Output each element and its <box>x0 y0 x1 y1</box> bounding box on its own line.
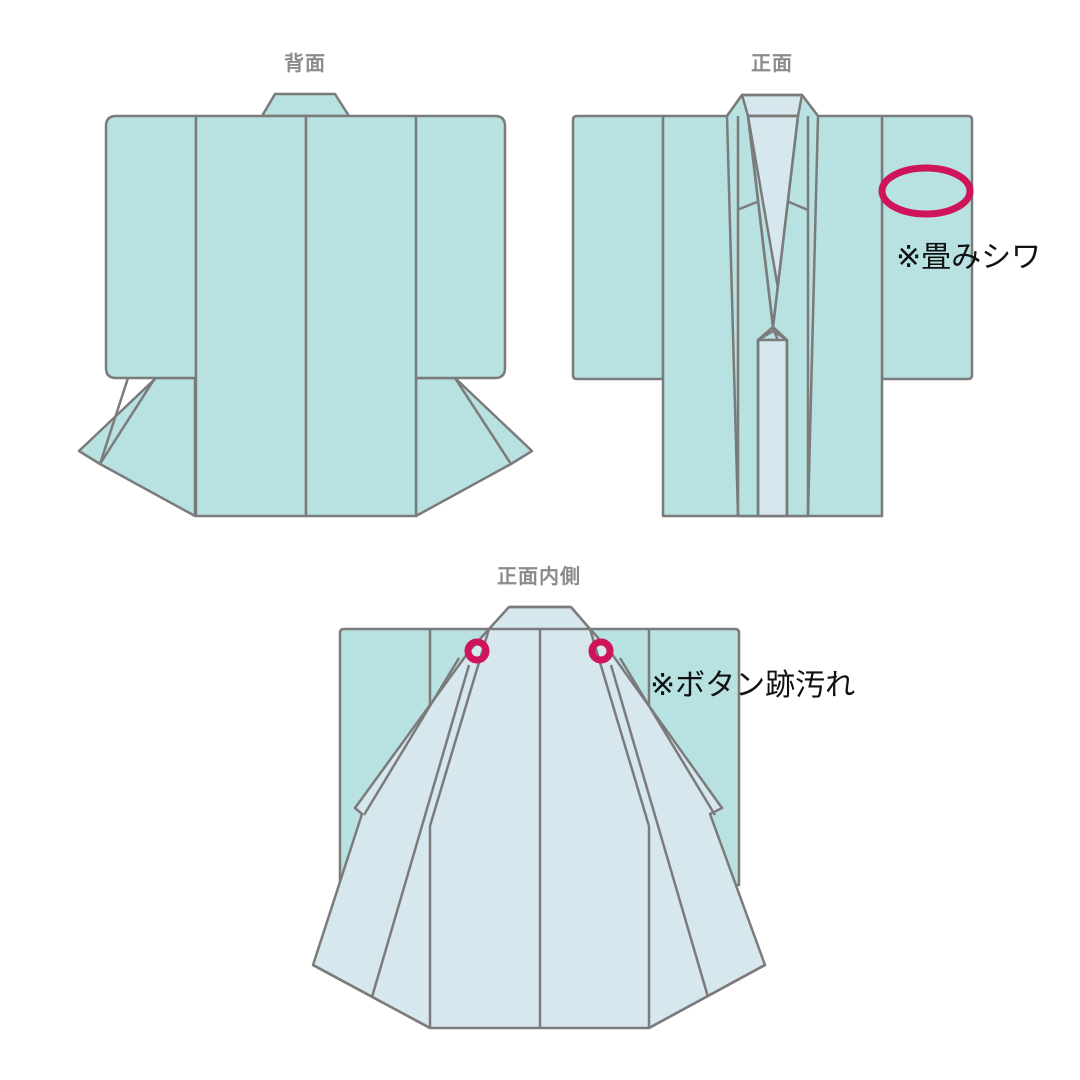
view-title-back: 背面 <box>284 51 326 75</box>
front-view <box>571 93 974 518</box>
front-inside-view <box>311 605 767 1030</box>
front-center-strip <box>756 338 789 518</box>
back-left-flare <box>77 376 197 518</box>
back-collar <box>260 92 351 118</box>
back-right-flare <box>414 376 534 518</box>
button-stain-marker-right <box>588 638 614 664</box>
back-view <box>77 92 534 518</box>
front-left-sleeve <box>571 114 665 381</box>
back-right-sleeve <box>413 114 507 380</box>
view-title-front-inside: 正面内側 <box>497 564 581 588</box>
back-left-sleeve <box>104 114 198 380</box>
back-body-left <box>194 114 308 518</box>
button-stain-marker-left <box>464 638 490 664</box>
front-right-sleeve <box>880 114 974 381</box>
annotation-button-stain: ※ボタン跡汚れ <box>650 668 856 703</box>
wrinkle-marker <box>878 164 974 218</box>
annotation-fold-wrinkle: ※畳みシワ <box>896 240 1042 275</box>
view-title-front: 正面 <box>751 51 793 75</box>
back-body-right <box>304 114 418 518</box>
